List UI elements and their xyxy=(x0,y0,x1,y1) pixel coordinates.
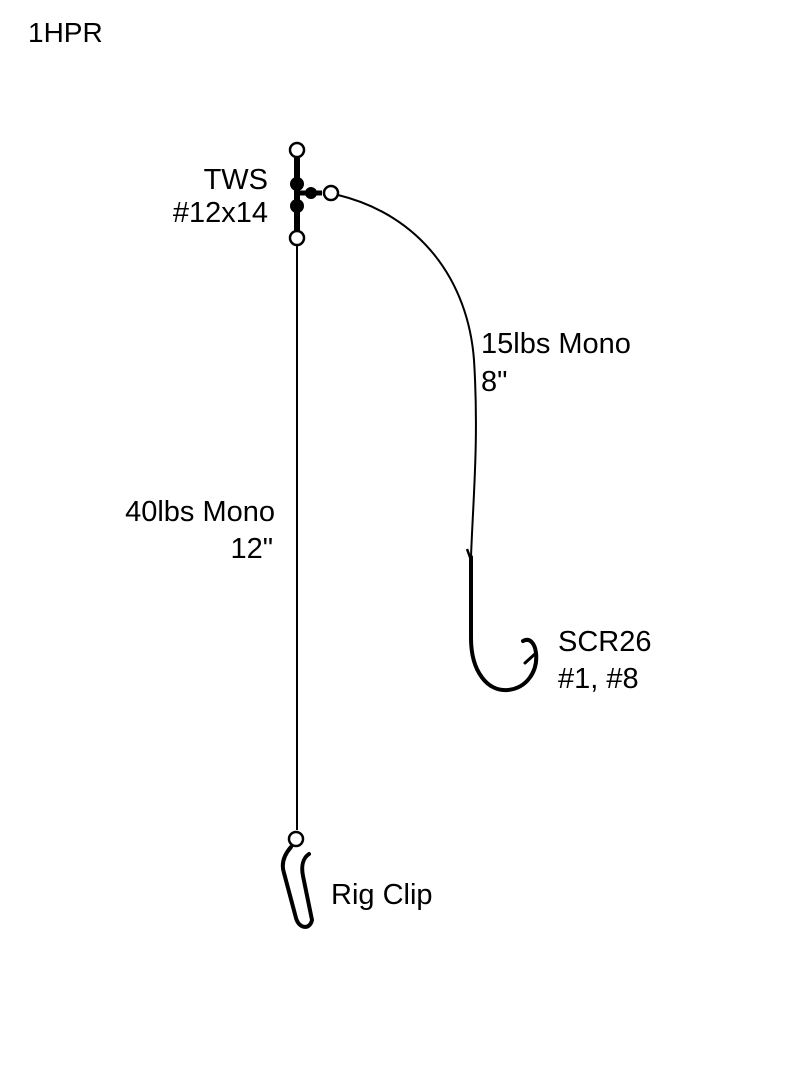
dropper-line xyxy=(337,194,477,558)
swivel-side-ring-icon xyxy=(322,184,340,202)
clip-ring-icon xyxy=(287,830,305,848)
dropper-label-line2: 8" xyxy=(481,366,507,398)
swivel-top-ring-icon xyxy=(288,141,306,159)
swivel-bottom-ring-icon xyxy=(288,229,306,247)
swivel-bead-upper xyxy=(290,177,304,191)
clip-body xyxy=(280,845,315,929)
rig-clip-icon xyxy=(280,830,315,929)
hook-body xyxy=(469,555,539,693)
swivel-label-line1: TWS xyxy=(204,164,268,196)
diagram-title: 1HPR xyxy=(28,17,103,48)
main-line-label-line2: 12" xyxy=(230,533,273,565)
main-line-label-line1: 40lbs Mono xyxy=(125,496,275,528)
three-way-swivel-icon xyxy=(288,141,340,247)
hook-barb xyxy=(523,651,538,665)
hook-label-line2: #1, #8 xyxy=(558,663,639,695)
clip-label: Rig Clip xyxy=(331,879,433,911)
dropper-label-line1: 15lbs Mono xyxy=(481,328,631,360)
swivel-label-line2: #12x14 xyxy=(173,197,268,229)
hook-label-line1: SCR26 xyxy=(558,626,652,658)
swivel-bead-lower xyxy=(290,199,304,213)
hook-icon xyxy=(465,548,539,693)
swivel-arm-bead xyxy=(305,187,317,199)
